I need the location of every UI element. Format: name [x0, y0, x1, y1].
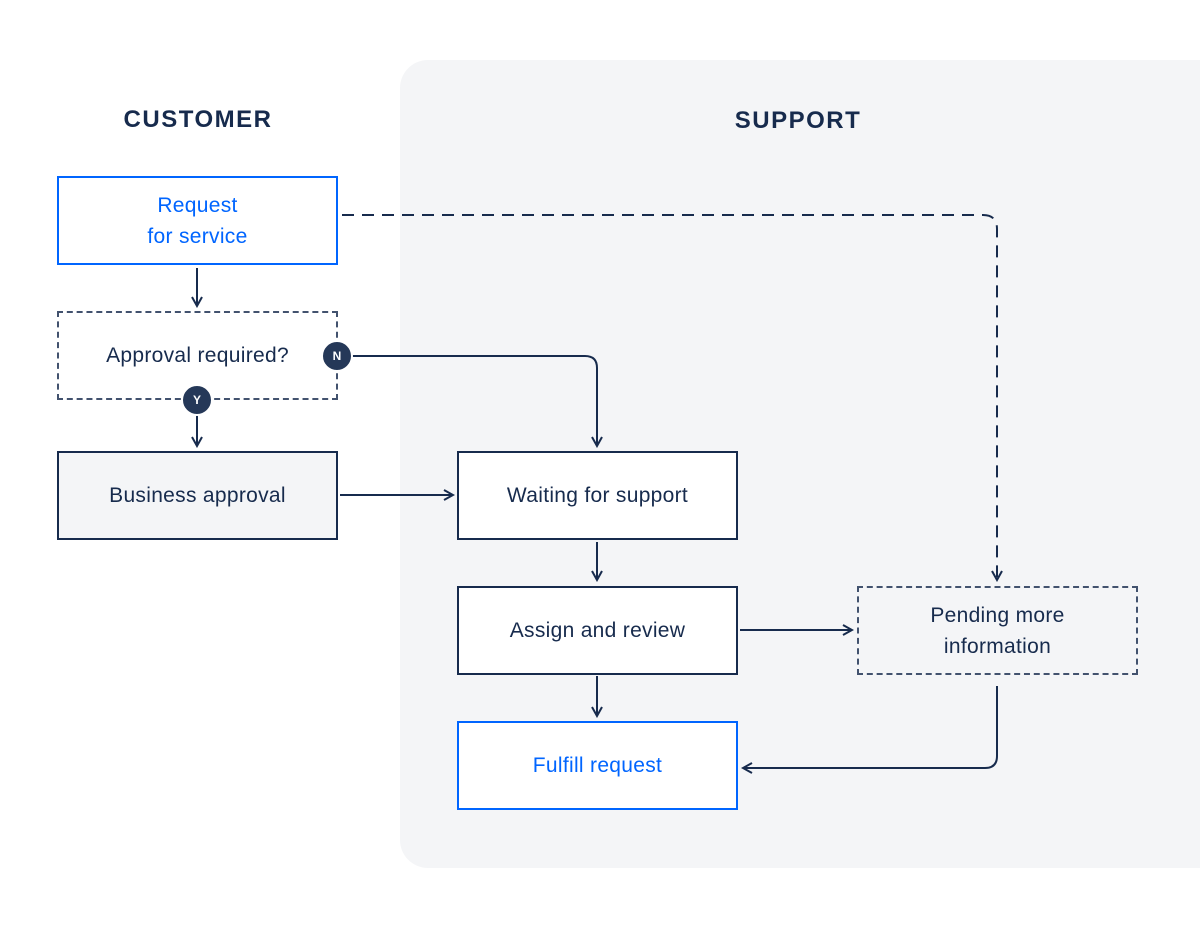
arrow-approval-no-to-waiting — [352, 355, 597, 446]
arrow-pending-to-fulfill — [743, 686, 998, 768]
customer-lane-title: CUSTOMER — [123, 106, 273, 133]
arrow-request-to-pending-dashed — [342, 214, 997, 580]
badge-yes: Y — [181, 384, 213, 416]
badge-no: N — [321, 340, 353, 372]
support-lane-title: SUPPORT — [734, 107, 862, 134]
node-fulfill-request: Fulfill request — [457, 721, 738, 810]
node-request-for-service: Request for service — [57, 176, 338, 265]
node-assign-and-review: Assign and review — [457, 586, 738, 675]
node-business-approval: Business approval — [57, 451, 338, 540]
node-waiting-for-support: Waiting for support — [457, 451, 738, 540]
node-pending-more-information: Pending more information — [857, 586, 1138, 675]
